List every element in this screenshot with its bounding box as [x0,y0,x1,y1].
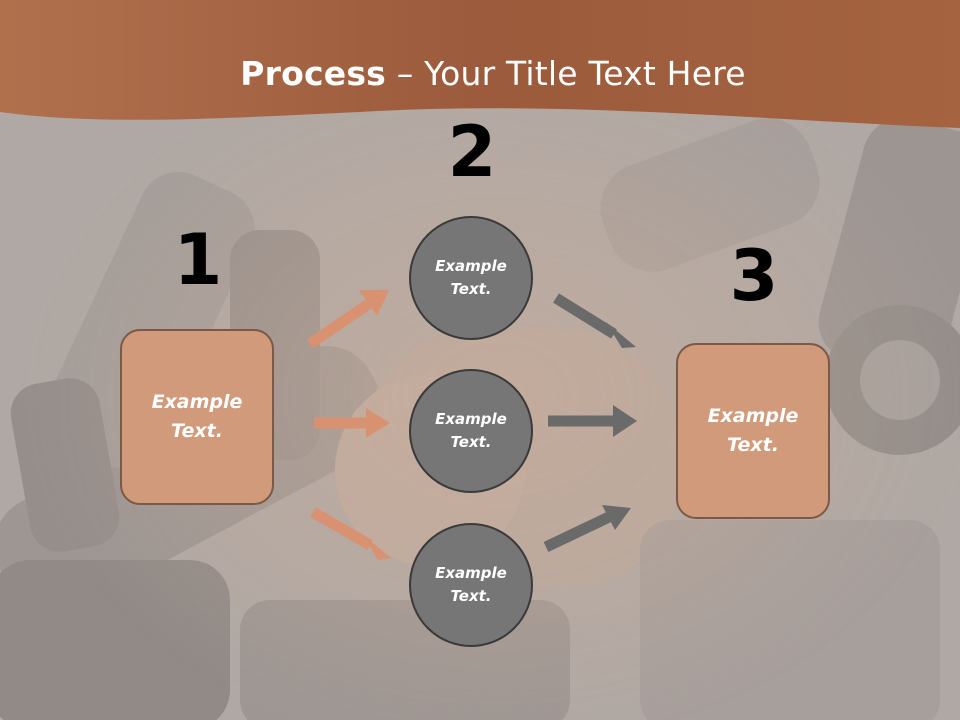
arrow-from-circle-3 [543,505,631,552]
arrow-to-circle-3 [310,507,391,560]
title-bold: Process [240,54,387,93]
arrow-to-circle-2 [314,408,390,438]
arrow-to-circle-1 [306,290,389,349]
arrow-from-circle-2 [548,405,637,437]
title-rest: – Your Title Text Here [386,54,746,93]
step-number-2: 2 [447,111,497,193]
slide-title: Process – Your Title Text Here [0,52,960,96]
step-number-1: 1 [173,219,223,301]
step-number-3: 3 [729,235,779,317]
arrow-from-circle-1 [553,293,636,348]
